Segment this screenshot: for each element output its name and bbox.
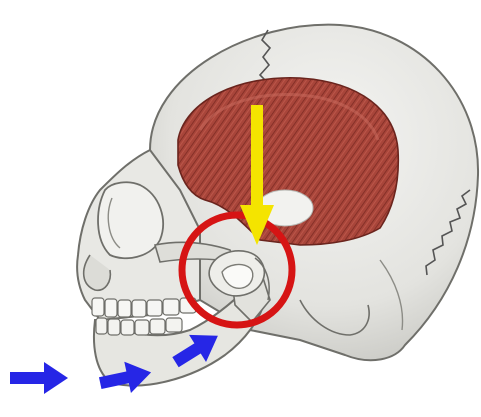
lower-teeth [96,318,182,335]
upper-teeth [92,298,196,317]
blue-arrow-1 [10,362,68,394]
